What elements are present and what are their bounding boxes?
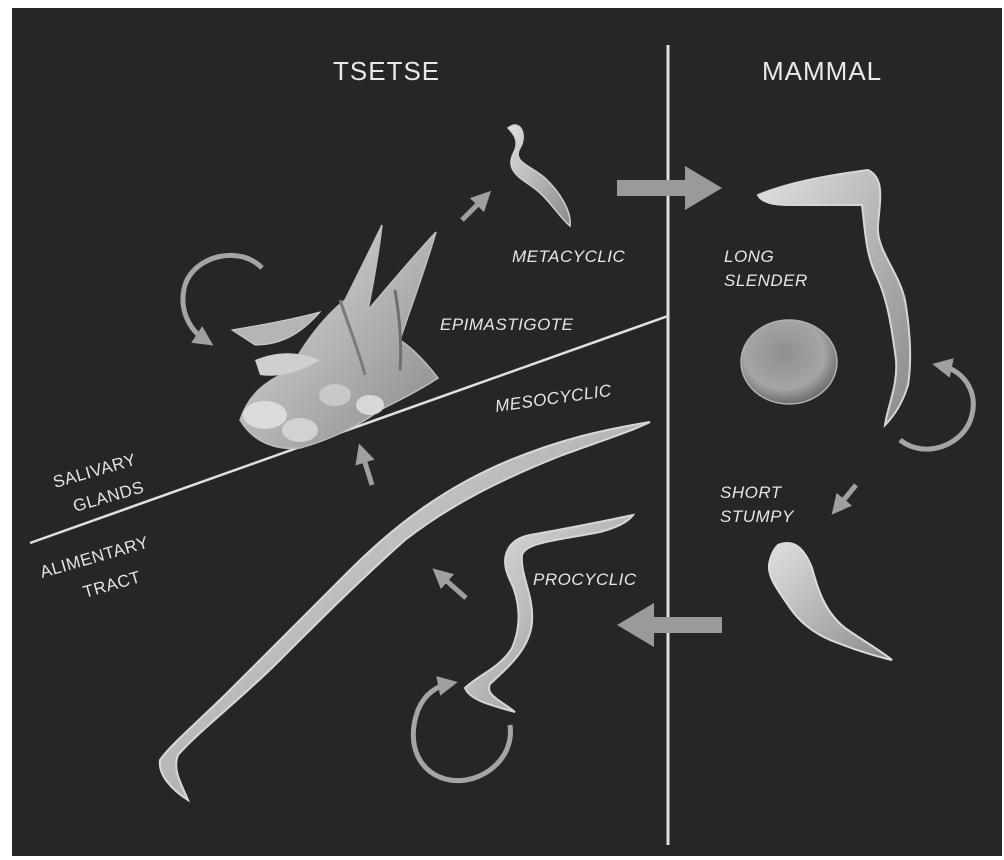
label-stumpy: STUMPY: [720, 507, 795, 526]
diagram-background: [12, 8, 1002, 856]
label-procyclic: PROCYCLIC: [533, 570, 637, 589]
label-short: SHORT: [720, 483, 783, 502]
red-blood-cell: [741, 320, 837, 404]
label-slender: SLENDER: [724, 271, 808, 290]
header-tsetse: TSETSE: [333, 56, 440, 86]
label-metacyclic: METACYCLIC: [512, 247, 626, 266]
header-mammal: MAMMAL: [762, 56, 882, 86]
label-long: LONG: [724, 247, 774, 266]
label-epimastigote: EPIMASTIGOTE: [440, 315, 574, 334]
